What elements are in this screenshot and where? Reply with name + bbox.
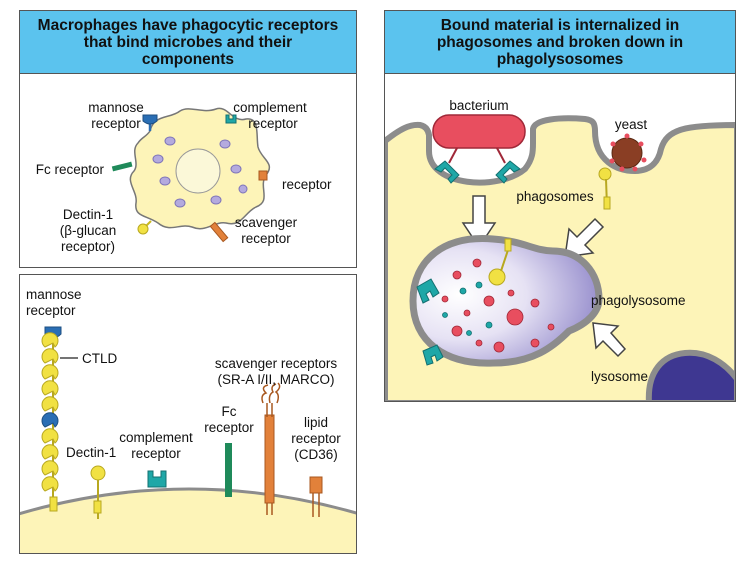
- label-lipid-receptor-2: receptor: [291, 431, 341, 446]
- complement-receptor-structure-icon: [147, 470, 167, 488]
- panel-a-header: Macrophages have phagocytic receptors th…: [20, 11, 356, 74]
- label-lipid-receptor-3: (CD36): [294, 447, 338, 462]
- label-ctld: CTLD: [82, 351, 118, 366]
- lysosome-icon: [645, 349, 735, 401]
- panel-receptor-structures: mannose receptor CTLD Dectin-1 complemen…: [19, 274, 357, 554]
- phagolysosome-complement-receptors-icon: [416, 278, 444, 366]
- mannose-receptor-icon: [142, 114, 158, 131]
- macrophage-diagram: mannose receptor complement receptor Fc …: [36, 100, 332, 254]
- phagosome-complement-receptors-icon: [434, 147, 521, 184]
- lipid-receptor-icon: [258, 170, 268, 181]
- label-fc-receptor-2: receptor: [204, 420, 254, 435]
- label-scavenger-receptors-2: (SR-A I/II, MARCO): [217, 372, 334, 387]
- mannose-receptor-chain-icon: [41, 326, 62, 512]
- label-phagolysosome: phagolysosome: [591, 293, 686, 308]
- arrow-down-icon: [461, 195, 497, 249]
- fc-receptor-icon: [111, 161, 133, 172]
- label-scavenger-receptor-1: scavenger: [235, 215, 298, 230]
- label-fc-receptor: Fc receptor: [36, 162, 105, 177]
- panel-c-title-line-3: phagolysosomes: [496, 50, 624, 68]
- label-fc-receptor-1: Fc: [222, 404, 237, 419]
- lipid-receptor-structure-icon: [309, 476, 323, 517]
- nucleus: [175, 148, 221, 194]
- complement-receptor-icon: [225, 114, 237, 124]
- phagolysosome-dectin-icon: [488, 238, 512, 286]
- panel-c-title-line-2: phagosomes and broken down in: [436, 33, 684, 51]
- bacterium-icon: [432, 114, 526, 149]
- scavenger-receptor-icon: [209, 221, 229, 243]
- label-dectin-1: Dectin-1: [63, 207, 113, 222]
- label-scavenger-receptor-2: receptor: [241, 231, 291, 246]
- panel-c-header: Bound material is internalized in phagos…: [385, 11, 735, 74]
- label-lipid-receptor-1: lipid: [304, 415, 328, 430]
- label-lipid-receptor-2: receptor: [282, 177, 332, 192]
- dectin-1-structure-icon: [90, 465, 106, 519]
- label-yeast: yeast: [615, 117, 648, 132]
- label-mannose-receptor-2: receptor: [91, 116, 141, 131]
- phagocytosis-diagram: bacterium yeast phagosomes phagolysosome…: [385, 98, 735, 401]
- scavenger-receptor-structure-icon: [261, 382, 281, 515]
- panel-a-title-line-1: Macrophages have phagocytic receptors: [37, 16, 339, 34]
- label-mannose-receptor-2: receptor: [26, 303, 76, 318]
- dectin-1-icon: [137, 220, 152, 235]
- degraded-particles: [441, 258, 555, 353]
- label-complement-receptor-2: receptor: [248, 116, 298, 131]
- panel-a-title-line-2: that bind microbes and their: [83, 33, 293, 51]
- label-complement-receptor-1: complement: [119, 430, 193, 445]
- panel-c-title-line-1: Bound material is internalized in: [440, 16, 680, 34]
- granules: [152, 136, 248, 208]
- arrow-from-lysosome-icon: [592, 322, 627, 358]
- yeast-icon: [609, 133, 647, 172]
- label-scavenger-receptors-1: scavenger receptors: [215, 356, 338, 371]
- label-mannose-receptor-1: mannose: [88, 100, 144, 115]
- label-phagosomes: phagosomes: [516, 189, 594, 204]
- label-dectin-3: receptor): [61, 239, 115, 254]
- panel-a-title-line-3: components: [141, 50, 235, 68]
- fc-receptor-structure-icon: [225, 443, 232, 497]
- yeast-dectin-1-icon: [598, 167, 612, 210]
- label-complement-receptor-1: complement: [233, 100, 307, 115]
- receptor-structures-diagram: mannose receptor CTLD Dectin-1 complemen…: [20, 287, 356, 553]
- label-dectin-1: Dectin-1: [66, 445, 116, 460]
- label-lysosome: lysosome: [591, 369, 648, 384]
- panel-phagosome-internalization: Bound material is internalized in phagos…: [384, 10, 736, 402]
- label-dectin-2: (β-glucan: [60, 223, 117, 238]
- label-complement-receptor-2: receptor: [131, 446, 181, 461]
- label-bacterium: bacterium: [449, 98, 508, 113]
- label-mannose-receptor-1: mannose: [26, 287, 82, 302]
- panel-phagocytic-receptors: Macrophages have phagocytic receptors th…: [19, 10, 357, 268]
- cell-membrane: [20, 487, 356, 553]
